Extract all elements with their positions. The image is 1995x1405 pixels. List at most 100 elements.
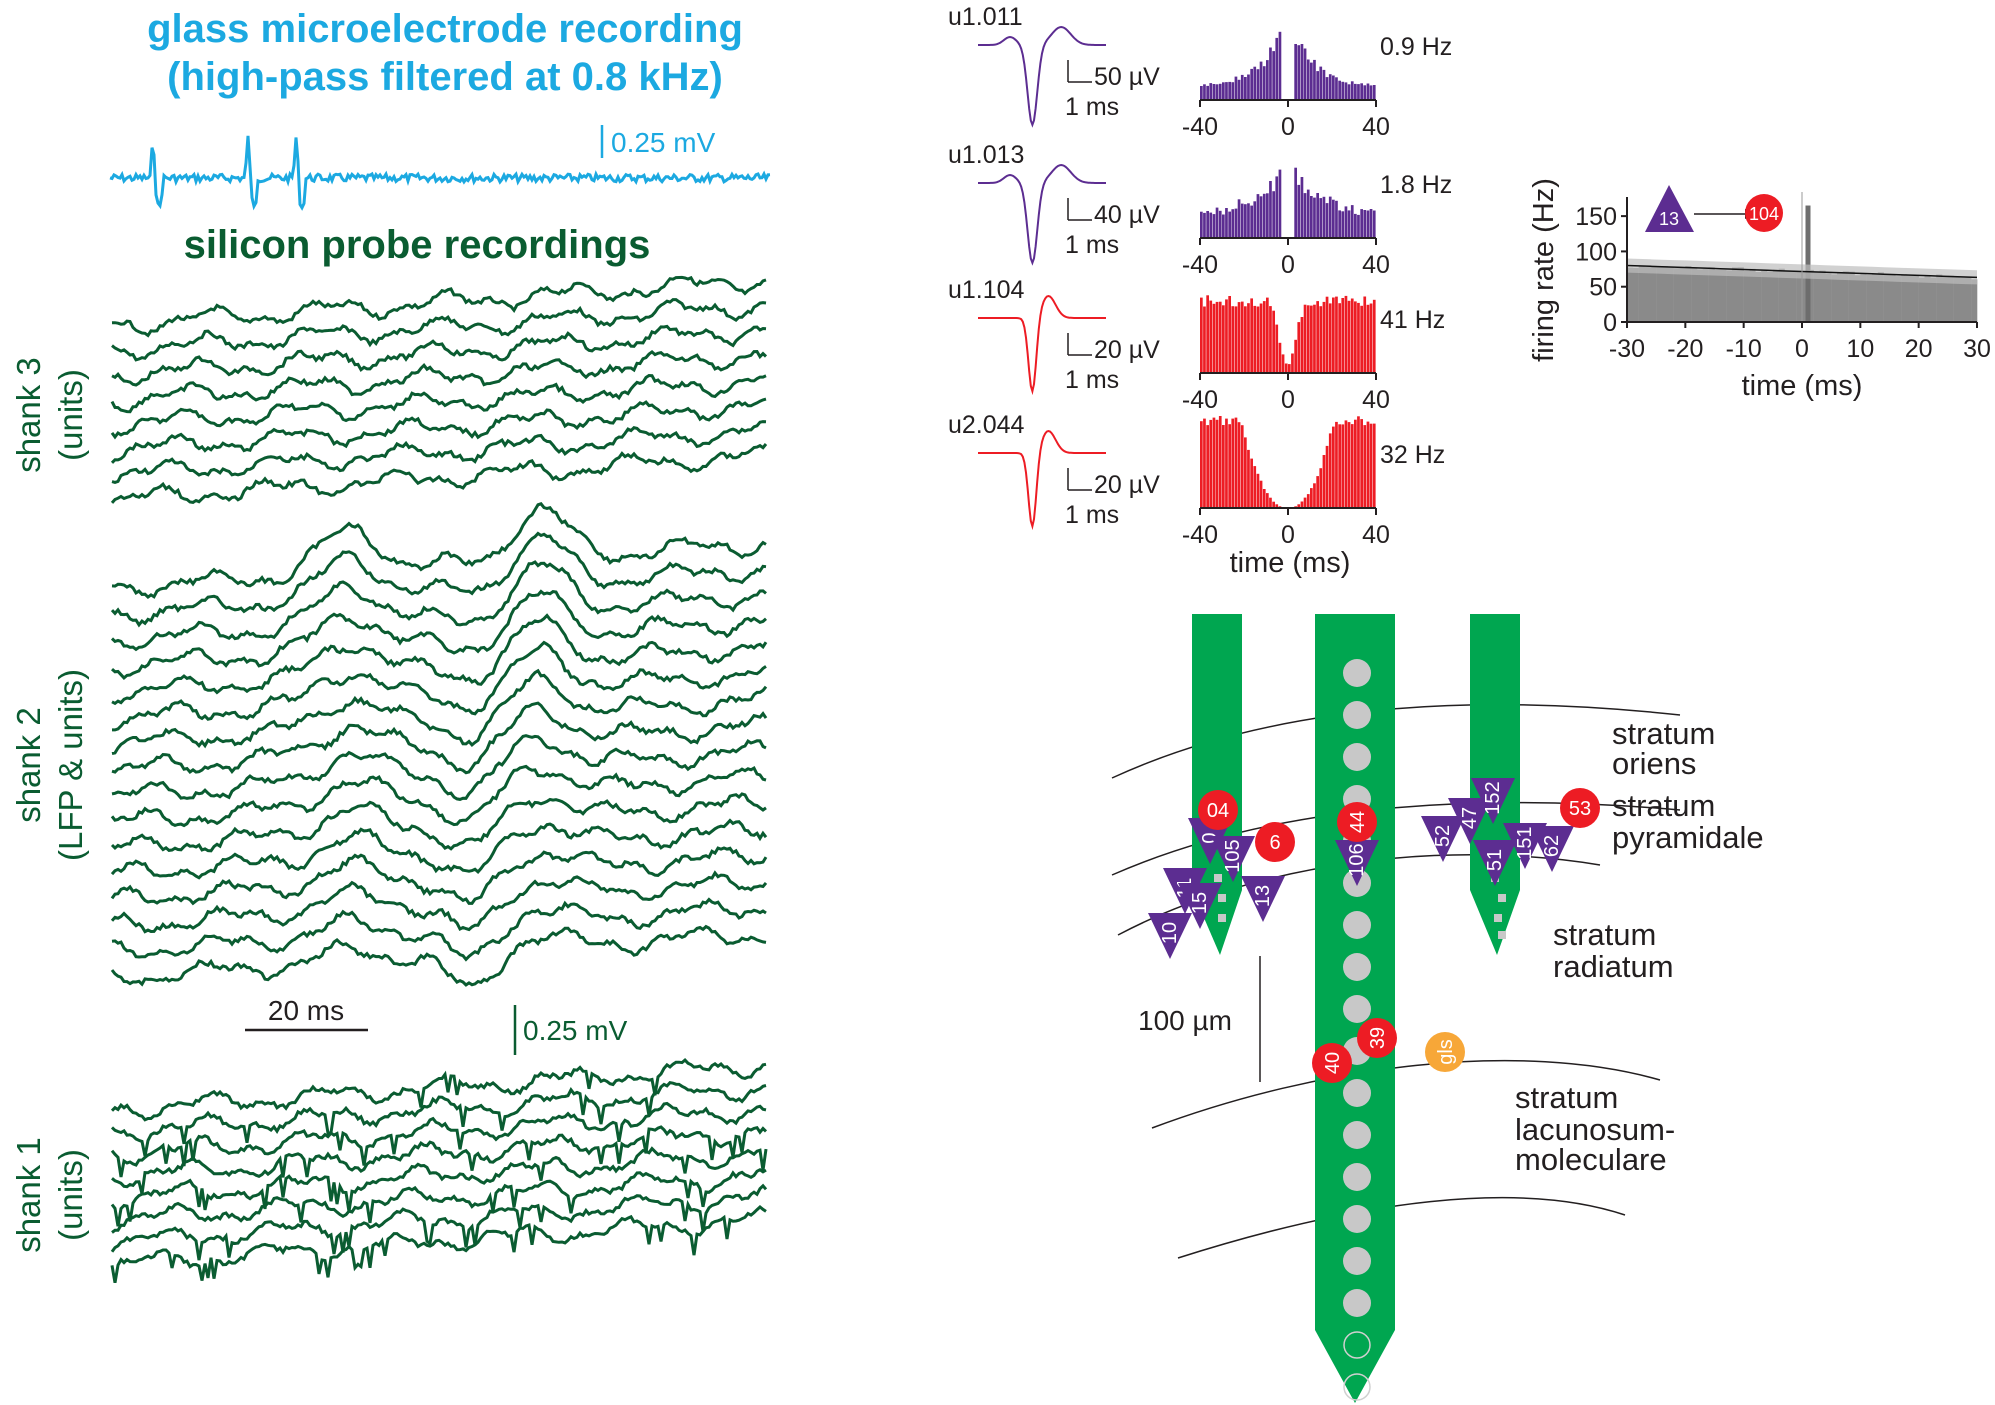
acg-bar: [1338, 80, 1341, 100]
acg-bar: [1244, 204, 1247, 238]
interneuron-unit-label: 40: [1322, 1052, 1344, 1074]
acg-bar: [1200, 86, 1203, 100]
acg-bar: [1212, 84, 1216, 100]
shank3-label: shank 3 (units): [10, 357, 89, 473]
acg-bar: [1372, 85, 1376, 100]
probe-traces: [110, 275, 768, 1284]
pyramidal-unit-label: 15: [1189, 892, 1211, 914]
shank1-trace: [110, 1080, 767, 1157]
shank2-label-line2: (LFP & units): [52, 669, 89, 861]
shank2-trace: [111, 734, 767, 801]
acg-bar: [1306, 189, 1310, 238]
acg-bar: [1332, 75, 1335, 100]
acg-bar: [1350, 205, 1354, 238]
acg-bar: [1269, 47, 1272, 100]
shank1-trace: [110, 1101, 767, 1178]
acg-bar: [1328, 196, 1332, 238]
acg-tick-label: -40: [1182, 251, 1218, 279]
acg-bar: [1222, 82, 1225, 100]
acg-bar: [1306, 59, 1310, 100]
acg-bar: [1269, 497, 1272, 508]
layer-lm-label-3: moleculare: [1515, 1142, 1667, 1177]
shank2-trace: [112, 640, 767, 732]
ccg-bar: [1831, 274, 1838, 322]
ccg-bar: [1632, 267, 1639, 322]
time-scale-label: 1 ms: [1065, 231, 1119, 259]
acg-bar: [1322, 301, 1326, 373]
glass-recording-panel: glass microelectrode recording (high-pas…: [109, 7, 771, 211]
acg-bar: [1215, 84, 1219, 100]
layer-oriens-label-1: stratum: [1612, 716, 1715, 751]
acg-bar: [1240, 425, 1244, 508]
acg-bar: [1272, 51, 1275, 100]
acg-bar: [1266, 297, 1269, 373]
acg-bar: [1319, 306, 1323, 373]
acg-bar: [1300, 44, 1304, 100]
acg-bar: [1262, 193, 1266, 238]
acg-bar: [1316, 71, 1319, 100]
shank1-trace: [110, 1205, 767, 1284]
pyramidal-unit-label: 51: [1484, 849, 1506, 871]
acg-bar: [1262, 489, 1266, 508]
ccg-pre-unit-label: 13: [1659, 209, 1679, 229]
volt-scale-label: 0.25 mV: [523, 1015, 628, 1046]
acg-bar: [1366, 83, 1370, 100]
acg-bar: [1347, 300, 1351, 373]
acg-bar: [1328, 74, 1332, 100]
acg-bar: [1203, 212, 1206, 238]
interneuron-unit-marker: [1312, 1043, 1352, 1083]
shank2-trace: [110, 846, 768, 906]
probe-site: [1343, 701, 1371, 729]
acg-bar: [1360, 209, 1363, 238]
acg-bar: [1322, 196, 1326, 238]
unit-id-label: u1.104: [948, 276, 1025, 304]
acg-bar: [1234, 306, 1238, 373]
ccg-bar: [1784, 270, 1791, 322]
acg-bar: [1338, 210, 1341, 238]
acg-bar: [1316, 301, 1319, 373]
firing-rate-label: 1.8 Hz: [1380, 171, 1452, 199]
acg-bar: [1300, 501, 1304, 508]
shank2-trace: [110, 589, 768, 680]
interneuron-unit-marker: [1337, 802, 1377, 842]
acg-bar: [1366, 304, 1370, 373]
acg-bar: [1209, 300, 1213, 373]
acg-tick-label: 40: [1362, 113, 1390, 141]
shank2-trace: [111, 897, 767, 962]
ccg-bar: [1662, 266, 1669, 322]
layer-pyr-label-1: stratum: [1612, 788, 1715, 823]
acg-bar: [1281, 354, 1285, 373]
acg-bar: [1366, 421, 1370, 508]
ccg-bar: [1912, 275, 1919, 322]
ccg-ylabel: firing rate (Hz): [1528, 178, 1560, 362]
pyramidal-unit-label: 62: [1541, 835, 1563, 857]
ccg-bar: [1743, 270, 1750, 322]
shank1-trace: [110, 1146, 768, 1227]
acg-bar: [1256, 473, 1260, 508]
ccg-bar: [1702, 268, 1709, 322]
probe-site-small: [1494, 914, 1502, 922]
ccg-bar: [1644, 266, 1651, 322]
acg-bar: [1300, 177, 1304, 238]
acg-tick-label: -40: [1182, 521, 1218, 549]
pyramidal-unit-label: 151: [1514, 826, 1536, 859]
acg-bar: [1215, 207, 1219, 238]
acg-bar: [1369, 423, 1373, 508]
acg-bar: [1341, 424, 1345, 508]
shank1-label-line1: shank 1: [10, 1137, 47, 1253]
acg-bar: [1212, 214, 1216, 238]
probe-site-empty: [1343, 1373, 1371, 1401]
shank2-trace: [111, 502, 767, 600]
acg-bar: [1222, 214, 1225, 238]
ccg-peak-bar: [1805, 205, 1811, 322]
ccg-y-tick-label: 0: [1603, 309, 1617, 337]
ccg-bar: [1749, 268, 1756, 322]
acg-tick-label: 0: [1281, 251, 1295, 279]
shank2-label: shank 2 (LFP & units): [10, 669, 89, 861]
acg-bar: [1237, 199, 1241, 238]
ccg-bar: [1883, 273, 1890, 322]
layer-pyr-label-2: pyramidale: [1612, 820, 1764, 855]
acg-bar: [1310, 62, 1313, 100]
layer-labels: stratum oriens stratum pyramidale stratu…: [1515, 716, 1764, 1177]
acg-bar: [1288, 364, 1291, 373]
